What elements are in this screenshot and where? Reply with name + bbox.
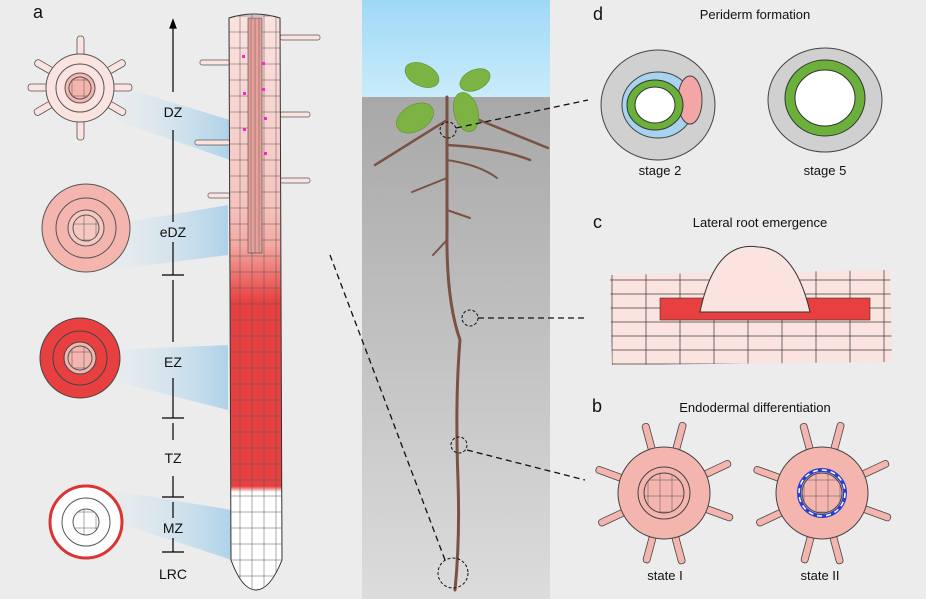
- panel-d-title: Periderm formation: [699, 7, 811, 22]
- caption-stage-2: stage 2: [638, 163, 682, 178]
- zone-label-ez: EZ: [164, 354, 182, 370]
- endodermis-state-2: [753, 421, 892, 565]
- panel-c-title: Lateral root emergence: [692, 215, 828, 230]
- lateral-root-section: [610, 245, 892, 365]
- zone-label-edz: eDZ: [159, 224, 187, 240]
- plant-illustration: [329, 0, 589, 599]
- panel-b-label: b: [592, 396, 603, 416]
- cross-section-edz: [41, 183, 131, 273]
- periderm-stage-2: [600, 49, 716, 161]
- caption-stage-5: stage 5: [803, 163, 847, 178]
- seedling-leaves: [396, 62, 491, 134]
- zone-label-dz: DZ: [163, 104, 183, 120]
- zone-scale-bar: [162, 18, 184, 553]
- cross-section-mz: [48, 484, 124, 560]
- zone-label-lrc: LRC: [158, 566, 187, 582]
- panel-c-label: c: [593, 212, 602, 232]
- root-longitudinal-section: [194, 13, 321, 591]
- zone-label-tz: TZ: [164, 450, 182, 466]
- casparian-dots: [242, 55, 267, 155]
- panel-d-label: d: [593, 4, 604, 24]
- root-hairs: [194, 34, 321, 199]
- cross-section-dz: [27, 35, 133, 141]
- cross-section-ez: [39, 317, 121, 399]
- periderm-stage-5: [767, 47, 883, 153]
- zone-beams: [110, 85, 232, 560]
- panel-b-title: Endodermal differentiation: [679, 400, 831, 415]
- endodermis-state-1: [595, 421, 734, 565]
- zone-label-mz: MZ: [162, 520, 184, 536]
- caption-state-2: state II: [800, 568, 840, 583]
- zoom-lines: [329, 99, 589, 561]
- panel-a-label: a: [33, 2, 44, 22]
- caption-state-1: state I: [647, 568, 683, 583]
